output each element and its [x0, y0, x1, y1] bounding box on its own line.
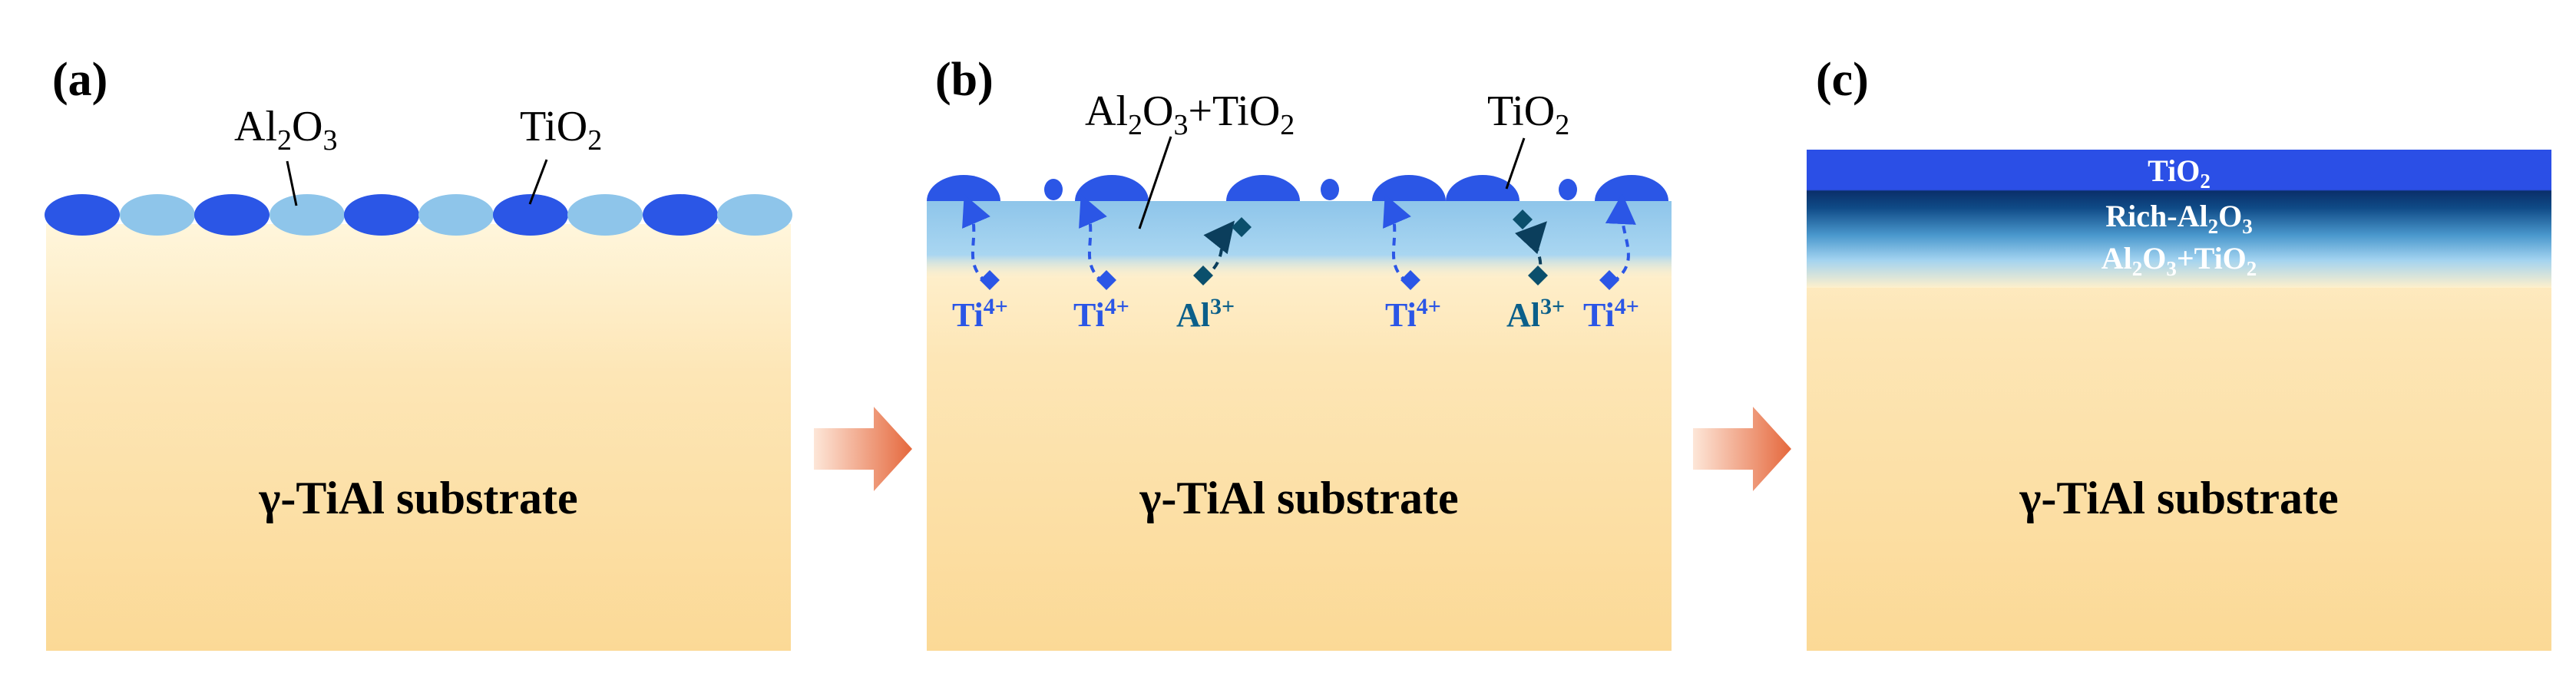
rich-al2o3-layer-label: Rich-Al2O3	[2105, 199, 2252, 238]
al2o3-particle	[120, 194, 195, 236]
panel-a-letter: (a)	[52, 54, 107, 106]
tio2-small-particle	[1321, 179, 1339, 200]
al-ion	[1513, 210, 1533, 229]
tio2-leader-line-b	[1505, 137, 1526, 190]
al2o3-leader-line	[286, 160, 298, 206]
panel-c-letter: (c)	[1816, 54, 1869, 106]
panel-a: (a) Al2O3 TiO2 γ-TiAl substrate	[45, 54, 792, 651]
tio2-cap	[1226, 175, 1300, 201]
tio2-particle	[194, 194, 270, 236]
ti-ion	[980, 270, 1000, 290]
ti-ion	[1599, 270, 1619, 290]
ti-diffusion-path	[1383, 194, 1411, 284]
panel-b-substrate-label: γ-TiAl substrate	[1139, 473, 1458, 523]
tio2-particle	[643, 194, 718, 236]
ti-diffusion-path	[962, 194, 990, 284]
ti-ion-label: Ti4+	[952, 294, 1008, 334]
tio2-particle	[493, 194, 568, 236]
panel-a-substrate-label: γ-TiAl substrate	[258, 473, 577, 523]
al-ion	[1232, 217, 1252, 237]
al-ion	[1193, 266, 1213, 285]
al2o3-particle	[270, 194, 345, 236]
ti-diffusion-path	[1605, 193, 1636, 284]
al2o3-particle	[567, 194, 643, 236]
process-arrow	[814, 407, 912, 491]
ti-diffusion-path	[1079, 194, 1107, 284]
mixed-leader-line	[1138, 136, 1172, 229]
tio2-particle	[45, 194, 120, 236]
panel-a-al2o3-label: Al2O3	[234, 103, 337, 157]
tio2-cap	[927, 175, 1000, 201]
panel-b-ions	[980, 210, 1619, 290]
panel-b-letter: (b)	[935, 54, 994, 106]
al2o3-particle	[418, 194, 494, 236]
panel-b: (b) Al2O3+TiO2 TiO2	[927, 54, 1672, 651]
mixed-oxide-band	[927, 201, 1672, 278]
panel-c: (c) TiO2 Rich-Al2O3 Al2O3+TiO2 γ-TiAl su…	[1807, 54, 2551, 651]
panel-b-mixed-label: Al2O3+TiO2	[1085, 87, 1295, 141]
tio2-small-particle	[1044, 179, 1063, 200]
tio2-cap	[1372, 175, 1446, 201]
tio2-layer-label: TiO2	[2148, 153, 2211, 193]
tio2-small-particle	[1559, 179, 1577, 200]
tio2-particle	[344, 194, 419, 236]
al-diffusion-path	[1202, 220, 1235, 279]
process-arrow	[1693, 407, 1791, 491]
ti-ion	[1400, 270, 1420, 290]
al-ion	[1528, 266, 1548, 285]
panel-b-tio2-label: TiO2	[1487, 87, 1569, 141]
al2o3-particle	[717, 194, 792, 236]
panel-a-substrate	[46, 224, 791, 651]
panel-c-substrate-label: γ-TiAl substrate	[2019, 473, 2338, 523]
ti-ion	[1096, 270, 1116, 290]
panel-b-tio2-caps	[927, 175, 1668, 201]
panel-a-oxide-particles	[45, 194, 792, 236]
panel-c-oxide-layers	[1807, 150, 2551, 288]
tio2-cap	[1595, 175, 1668, 201]
mixed-layer-label: Al2O3+TiO2	[2101, 241, 2257, 280]
tio2-leader-line	[528, 159, 548, 205]
tio2-cap	[1075, 175, 1149, 201]
panel-a-tio2-label: TiO2	[520, 103, 602, 157]
tio2-cap	[1446, 175, 1519, 201]
